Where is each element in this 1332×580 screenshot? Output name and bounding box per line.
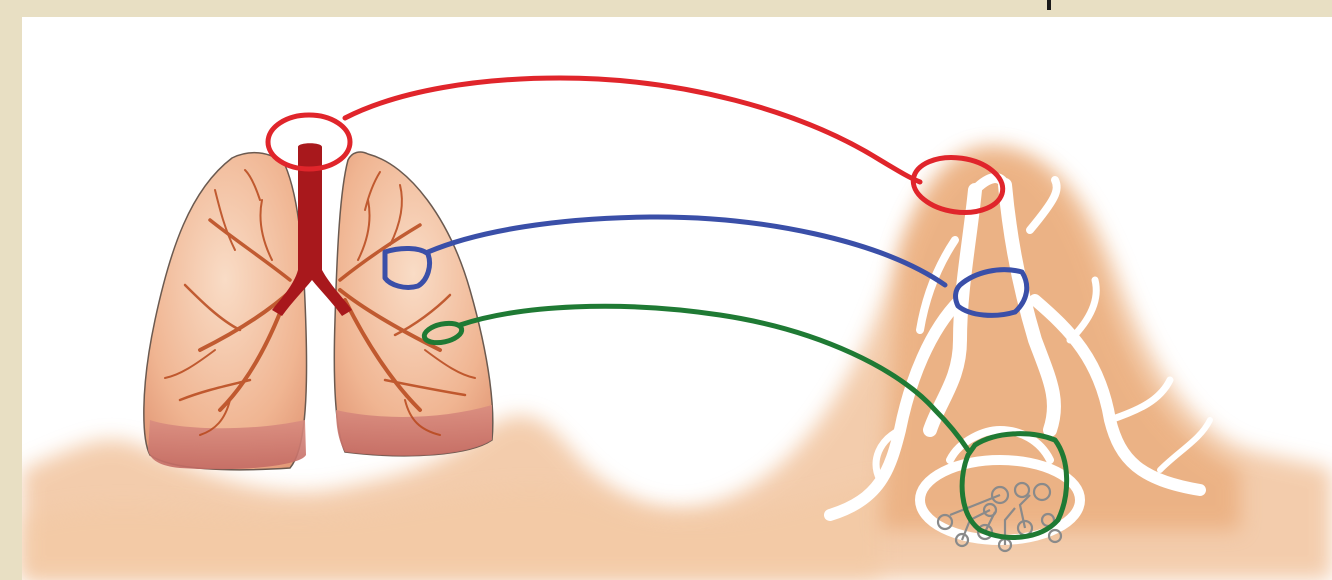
left-frame-border — [0, 0, 22, 580]
top-frame-border — [0, 0, 1332, 17]
illustration-canvas — [22, 17, 1332, 580]
crop-mark — [1047, 0, 1051, 10]
trachea-link-line — [345, 78, 920, 182]
lungs-icon — [144, 143, 493, 470]
bronchus-link-line — [428, 217, 945, 285]
anatomy-diagram — [22, 17, 1332, 580]
